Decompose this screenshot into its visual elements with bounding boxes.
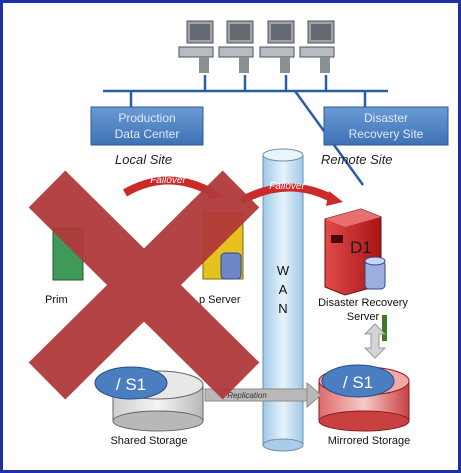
cross-overlay [28, 170, 260, 400]
failover-label-right: Failover [269, 181, 305, 192]
architecture-diagram: Production Data Center Disaster Recovery… [28, 20, 449, 452]
status-marker [382, 315, 387, 341]
wan-letter-a: A [279, 282, 288, 297]
mirrored-storage-label: Mirrored Storage [328, 435, 411, 447]
shared-volume-badge: / S1 [94, 366, 168, 400]
recovery-box: Disaster Recovery Site [323, 106, 449, 146]
dr-server-label-line1: Disaster Recovery [318, 297, 408, 309]
remote-site-label: Remote Site [321, 152, 393, 167]
computer-icon [299, 20, 335, 73]
dr-server-icon: D1 [324, 208, 386, 296]
mirrored-volume-text: / S1 [343, 373, 373, 392]
shared-volume-text: / S1 [116, 375, 146, 394]
dr-server-badge: D1 [350, 238, 372, 257]
dr-server-label-line2: Server [347, 311, 380, 323]
computer-icon [178, 20, 214, 73]
production-box: Production Data Center [90, 106, 204, 146]
production-label-line2: Data Center [115, 127, 180, 141]
failover-label-left: Failover [150, 175, 186, 186]
network-lines [103, 75, 388, 186]
primary-server-label: Prim [45, 294, 68, 306]
double-arrow-icon [363, 323, 387, 359]
replication-arrow: Replication [204, 381, 322, 409]
wan-pipe: W A N [262, 148, 304, 452]
wan-letter-w: W [277, 263, 290, 278]
recovery-label-line1: Disaster [364, 111, 408, 125]
local-site-label: Local Site [115, 152, 172, 167]
workstation-icons [178, 20, 335, 73]
production-label-line1: Production [118, 111, 175, 125]
wan-letter-n: N [278, 301, 287, 316]
recovery-label-line2: Recovery Site [349, 127, 424, 141]
failover-arrow-right: Failover [239, 181, 343, 206]
mirrored-volume-badge: / S1 [321, 364, 395, 398]
backup-server-label: p Server [199, 294, 241, 306]
shared-storage-label: Shared Storage [110, 435, 187, 447]
computer-icon [218, 20, 254, 73]
computer-icon [259, 20, 295, 73]
replication-label: Replication [227, 391, 267, 400]
